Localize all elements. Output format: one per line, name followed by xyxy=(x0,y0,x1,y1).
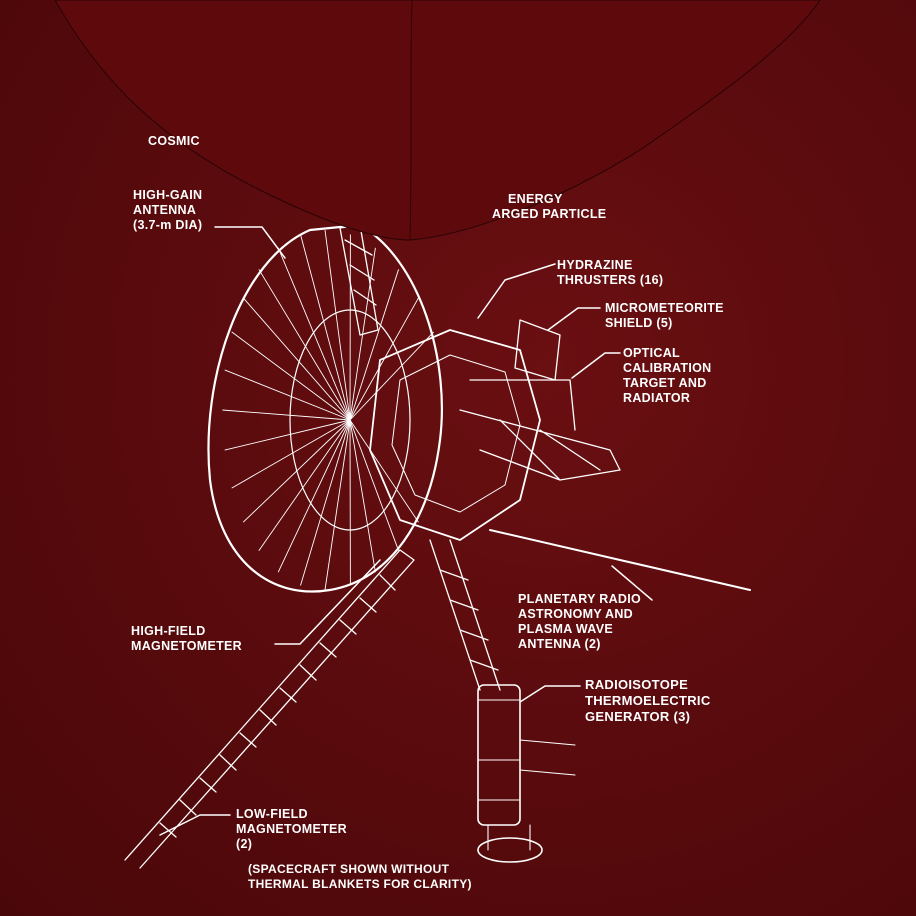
dish-rib xyxy=(224,419,351,451)
leader-hydrazine xyxy=(477,263,556,319)
dish-rib xyxy=(349,419,400,551)
label-low-field-magnetometer: LOW-FIELD MAGNETOMETER (2) xyxy=(236,807,348,851)
micrometeorite-shield xyxy=(514,319,561,381)
label-optical-calibration: OPTICAL CALIBRATION TARGET AND RADIATOR xyxy=(623,346,712,405)
dish-ribs xyxy=(222,229,435,591)
label-high-gain-antenna: HIGH-GAIN ANTENNA (3.7-m DIA) xyxy=(133,188,203,232)
dish-rib xyxy=(277,419,351,573)
dish-rib xyxy=(300,419,351,586)
rtg-base xyxy=(477,837,543,863)
bus-inner xyxy=(391,354,521,513)
science-boom xyxy=(459,379,621,481)
label-cosmic: COSMIC xyxy=(148,134,200,148)
cosmic-ray-hood xyxy=(54,0,821,241)
leader-optical xyxy=(571,352,621,379)
dish-rib xyxy=(222,409,351,421)
spacecraft-bus xyxy=(369,329,541,541)
leader-high-field xyxy=(274,559,381,645)
dish-rib xyxy=(300,234,351,421)
dish-rib xyxy=(231,331,351,421)
dish-rib xyxy=(324,419,351,591)
leader-rtg xyxy=(519,685,581,703)
dish-rib xyxy=(349,269,400,421)
dish-rib xyxy=(258,419,351,551)
label-rtg: RADIOISOTOPE THERMOELECTRIC GENERATOR (3… xyxy=(585,677,711,724)
dish-rib xyxy=(349,419,376,573)
dish-rib xyxy=(242,297,351,421)
dish-rib xyxy=(242,419,351,523)
upper-truss xyxy=(339,224,379,336)
label-planetary-radio: PLANETARY RADIO ASTRONOMY AND PLASMA WAV… xyxy=(518,592,642,651)
rtg-cylinder xyxy=(477,684,521,826)
leader-planetary xyxy=(611,565,653,601)
dish-rib xyxy=(324,229,351,421)
dish-rib xyxy=(349,297,419,421)
dish-rib xyxy=(349,419,419,523)
leader-low-field xyxy=(159,814,231,836)
label-micrometeorite-shield: MICROMETEORITE SHIELD (5) xyxy=(605,301,724,330)
rtg-boom xyxy=(429,539,501,691)
dish-rib xyxy=(349,331,435,421)
label-hydrazine-thrusters: HYDRAZINE THRUSTERS (16) xyxy=(557,258,664,287)
label-low-energy: ENERGY ARGED PARTICLE xyxy=(492,192,607,221)
high-gain-dish xyxy=(207,223,443,593)
leader-micrometeorite xyxy=(547,307,601,331)
hood-seam xyxy=(409,0,413,241)
magnetometer-boom xyxy=(124,549,415,869)
planetary-radio-antenna xyxy=(489,529,751,591)
dish-rib xyxy=(349,247,376,421)
dish-rib xyxy=(224,369,351,421)
label-thermal-blanket-note: (SPACECRAFT SHOWN WITHOUT THERMAL BLANKE… xyxy=(248,862,472,891)
dish-rib xyxy=(258,269,351,421)
label-high-field-magnetometer: HIGH-FIELD MAGNETOMETER xyxy=(131,624,243,653)
rtg-fins xyxy=(477,699,576,851)
dish-rib xyxy=(277,247,351,421)
leader-high-gain xyxy=(214,226,286,259)
dish-rib xyxy=(231,419,351,489)
